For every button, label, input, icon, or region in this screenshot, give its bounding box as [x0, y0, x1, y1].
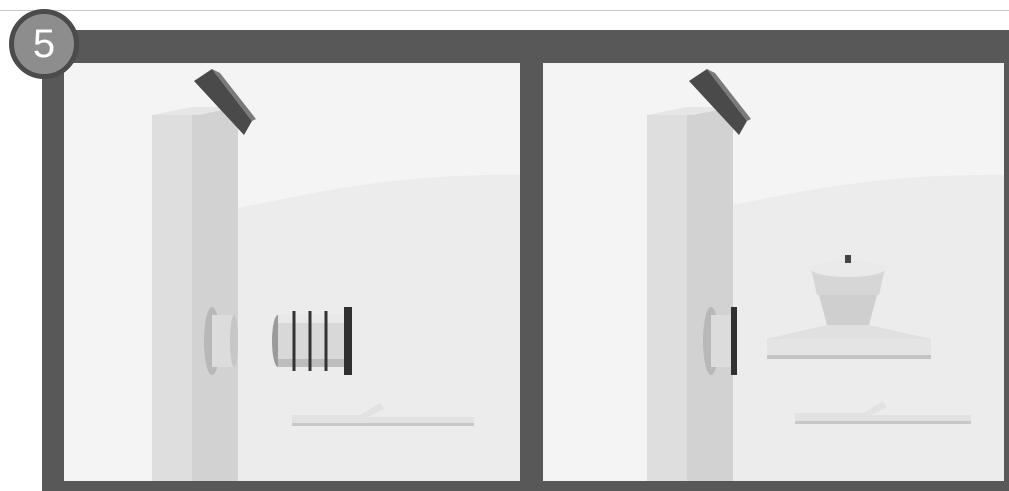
wall-front	[192, 107, 238, 481]
wall-sleeve	[711, 315, 731, 367]
illustration-panel-right	[543, 63, 1004, 481]
left-illustration	[64, 63, 520, 481]
step-frame	[42, 30, 1009, 491]
wall-front	[687, 107, 733, 481]
illustration-panel-left	[64, 63, 520, 481]
right-illustration	[543, 63, 1004, 481]
step-number-badge: 5	[9, 9, 79, 79]
tee-reducer	[819, 295, 877, 325]
wall-sleeve-flange	[731, 307, 737, 375]
top-divider-line	[0, 10, 1009, 11]
wall-side	[152, 115, 198, 481]
background-hill	[204, 175, 520, 481]
fitting-flange	[344, 307, 352, 375]
wall-side	[647, 115, 693, 481]
